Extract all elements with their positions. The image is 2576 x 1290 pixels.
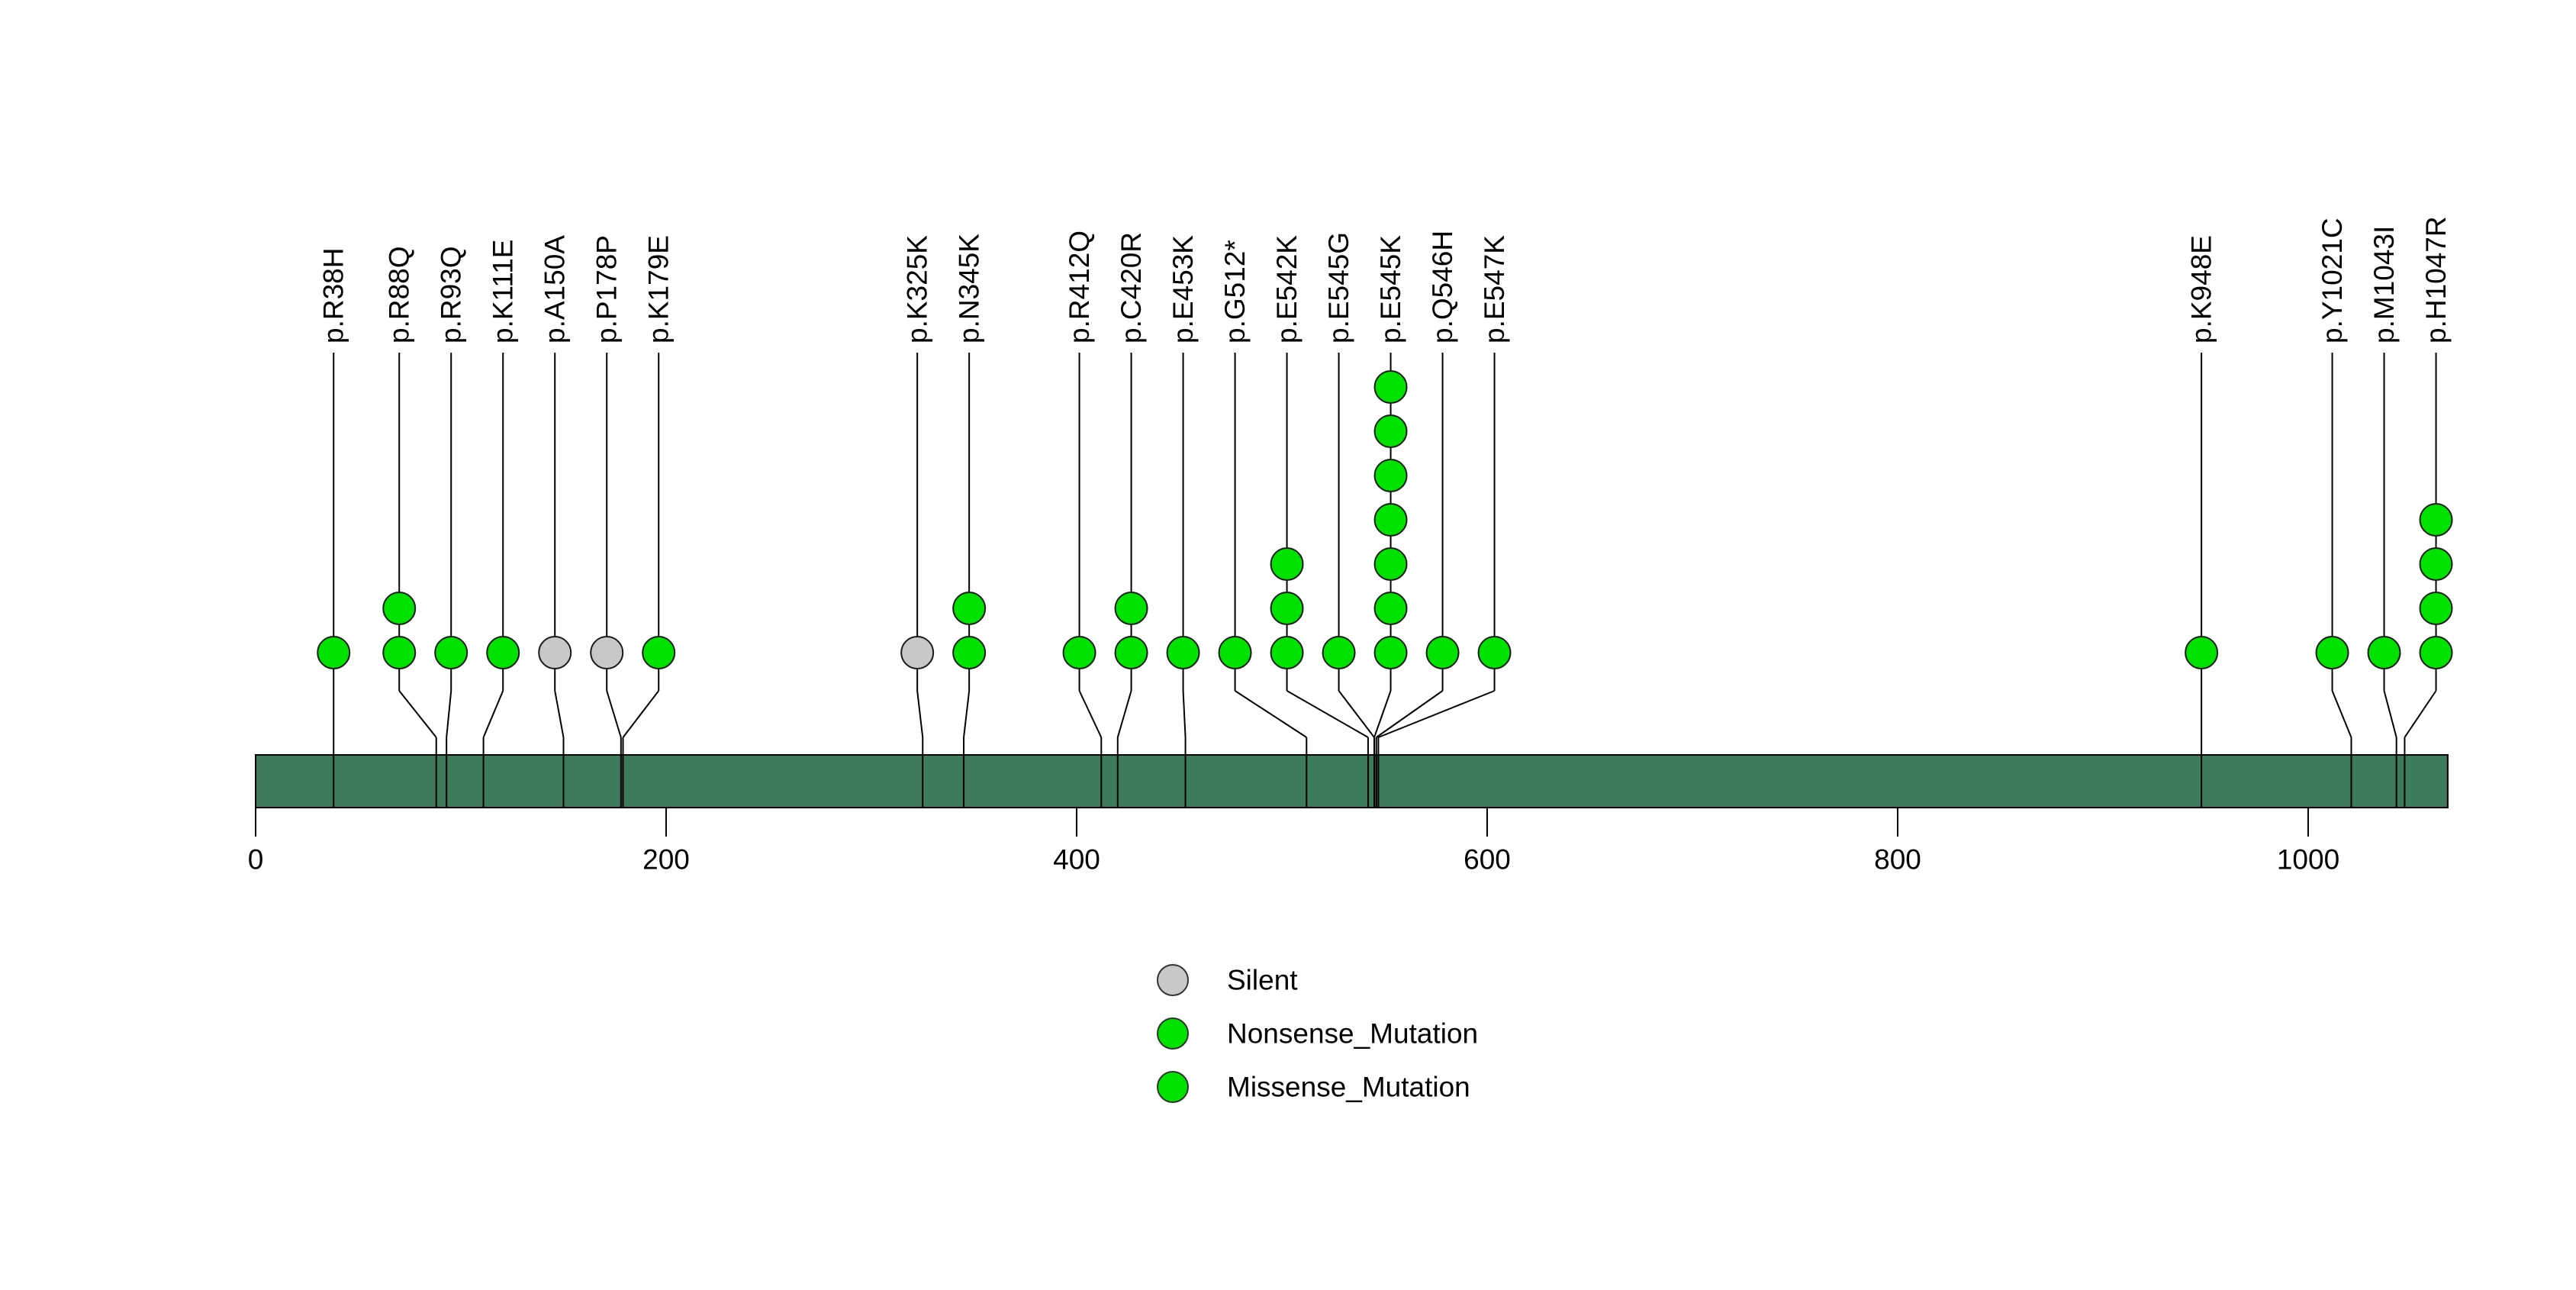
mutation-label: p.M1043I [2368,226,2400,343]
mutation-label: p.R93Q [436,246,467,343]
mutation-circle [486,636,520,669]
axis-tick-label: 0 [248,843,264,875]
mutation-circle [1062,636,1096,669]
mutation-circle [1373,503,1408,537]
mutation-label: p.E545G [1323,232,1354,343]
axis-tick-label: 200 [642,843,690,875]
mutation-circle [2419,592,2453,625]
axis-tick-label: 800 [1874,843,1921,875]
mutation-circle [1373,592,1408,625]
mutation-circle [1270,592,1304,625]
legend-swatch [1157,1071,1189,1103]
lollipop-connector [2331,690,2352,738]
mutation-circle [2419,547,2453,581]
lollipop-connector [398,690,437,738]
mutation-label: p.C420R [1116,232,1147,343]
lollipop-connector [2404,690,2437,738]
mutation-label: p.R412Q [1064,231,1095,343]
legend-label: Nonsense_Mutation [1227,1018,1478,1050]
legend-swatch [1157,964,1189,996]
mutation-label: p.N345K [954,234,985,343]
mutation-label: p.K948E [2186,235,2217,343]
mutation-circle [1373,370,1408,404]
lollipop-connector [1235,690,1307,738]
mutation-circle [1270,636,1304,669]
mutation-circle [1166,636,1200,669]
mutation-circle [1373,414,1408,448]
mutation-label: p.E542K [1271,235,1302,343]
mutation-circle [1373,636,1408,669]
lollipop-connector [1286,690,1369,738]
mutation-label: p.H1047R [2420,216,2452,343]
mutation-circle [2419,636,2453,669]
axis-tick-label: 600 [1463,843,1511,875]
mutation-circle [382,636,417,669]
mutation-label: p.R38H [318,248,349,343]
mutation-circle [1114,592,1148,625]
mutation-circle [900,636,935,669]
mutation-circle [952,636,987,669]
axis-tick-label: 400 [1053,843,1100,875]
lollipop-connector [963,690,971,738]
lollipop-connector [606,690,622,738]
mutation-label: p.E545K [1375,235,1406,343]
mutation-circle [2419,503,2453,537]
lollipop-connector [1378,690,1495,738]
lollipop-connector [622,690,660,738]
mutation-circle [317,636,351,669]
mutation-circle [1373,547,1408,581]
mutation-circle [1270,547,1304,581]
mutation-label: p.Q546H [1427,231,1458,343]
mutation-circle [1373,459,1408,492]
legend-label: Silent [1227,965,1298,996]
lollipop-connector [554,690,565,738]
lollipop-connector [482,690,504,738]
mutation-label: p.K111E [488,240,519,343]
mutation-label: p.Y1021C [2317,218,2348,343]
mutation-circle [2315,636,2349,669]
mutation-label: p.P178P [591,235,623,343]
mutation-circle [952,592,987,625]
lollipop-connector [916,690,924,738]
mutation-label: p.K325K [902,235,933,343]
mutation-circle [382,592,417,625]
lollipop-connector [1182,690,1187,738]
mutation-label: p.K179E [643,235,675,343]
legend-swatch [1157,1017,1189,1050]
mutation-label: p.R88Q [384,246,415,343]
lollipop-connector [2383,690,2397,738]
lollipop-connector [446,690,452,738]
lollipop-connector [1116,690,1132,738]
mutation-label: p.E453K [1167,235,1199,343]
mutation-circle [1425,636,1460,669]
mutation-label: p.E547K [1479,235,1510,343]
mutation-circle [1218,636,1252,669]
mutation-label: p.G512* [1219,240,1251,343]
axis-tick-label: 1000 [2277,843,2339,875]
mutation-label: p.A150A [539,235,571,343]
lollipop-connector [1078,690,1103,738]
mutation-circle [1114,636,1148,669]
mutation-circle [1322,636,1356,669]
mutation-circle [590,636,624,669]
mutation-circle [1477,636,1512,669]
lollipop-connector [1373,690,1392,738]
mutation-circle [642,636,676,669]
lollipop-connector [1376,690,1444,738]
lollipop-connector [1338,690,1375,738]
mutation-circle [538,636,572,669]
mutation-circle [434,636,469,669]
mutation-circle [2367,636,2401,669]
protein-bar [255,754,2449,808]
legend-label: Missense_Mutation [1227,1072,1470,1103]
mutation-circle [2185,636,2219,669]
